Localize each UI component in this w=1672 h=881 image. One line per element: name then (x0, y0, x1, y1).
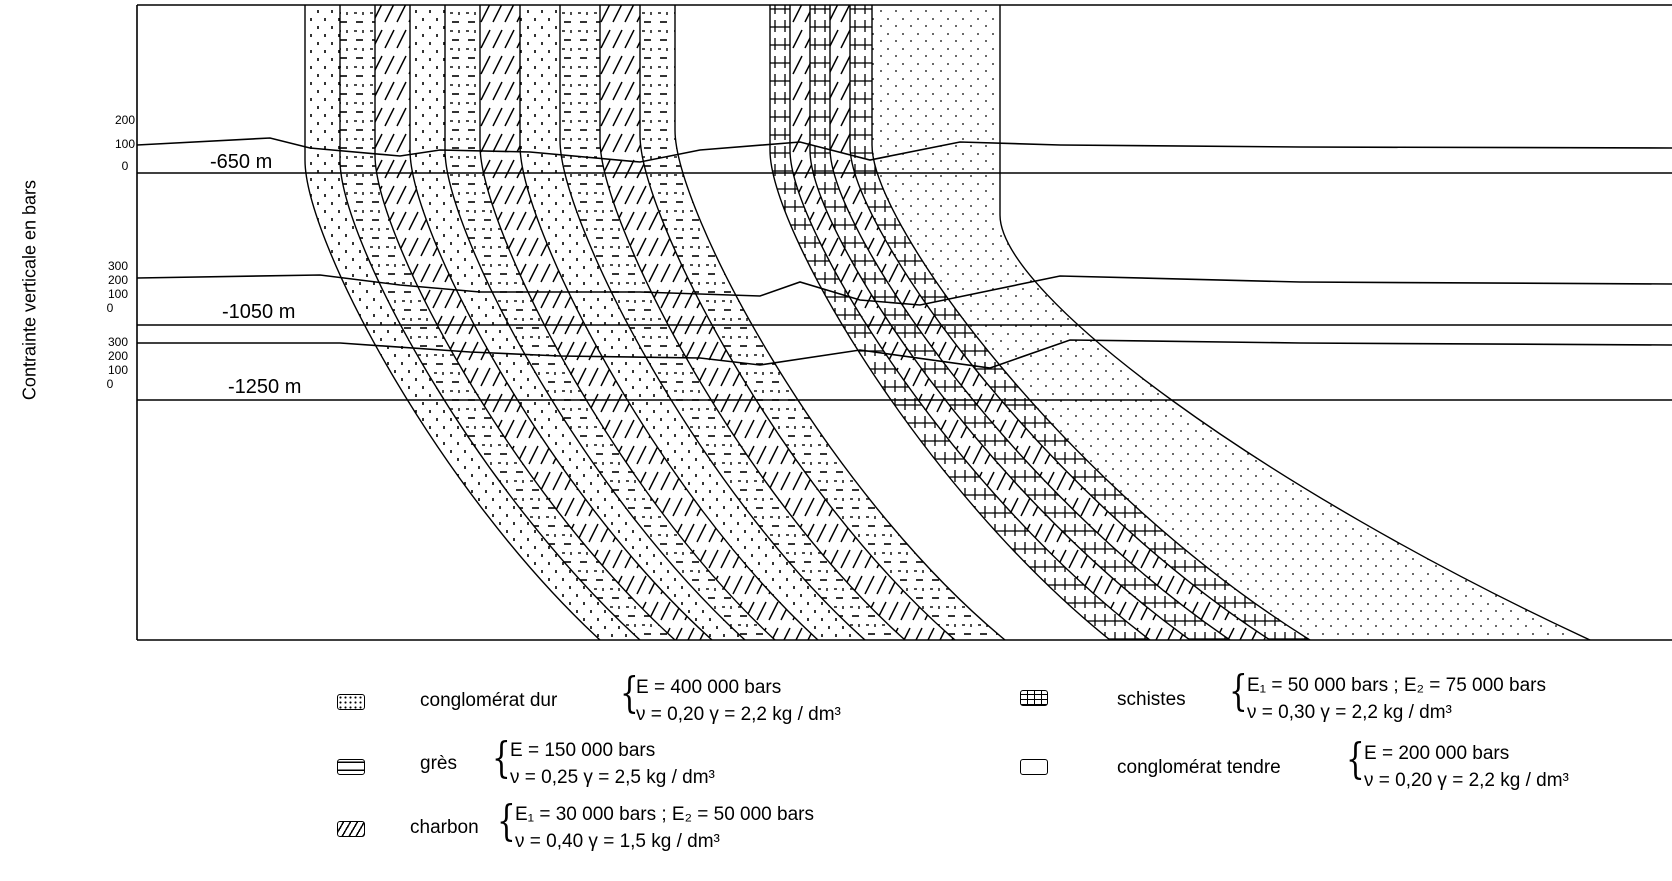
layer-dash (640, 5, 1005, 640)
layer-boundary (674, 5, 1006, 641)
depth-label: -1250 m (228, 376, 301, 398)
stress-tick-label: 200 (108, 273, 128, 287)
layer-dash (445, 5, 775, 640)
legend-swatch-charbon (337, 821, 365, 837)
legend-swatch-gres (337, 759, 365, 775)
legend-modulus: E = 150 000 bars (510, 740, 656, 761)
legend-swatch-schistes (1020, 690, 1048, 706)
legend-brace: { (620, 668, 639, 717)
layer-boundary (339, 5, 641, 641)
layer-hatch (790, 5, 1190, 640)
legend-name-conglo-tendre: conglomérat tendre (1117, 757, 1281, 778)
legend-brace: { (1346, 734, 1365, 783)
layer-hatch (830, 5, 1270, 640)
legend-properties-charbon: E₁ = 30 000 bars ; E₂ = 50 000 bars ν = 0… (515, 801, 814, 855)
legend-brace: { (492, 733, 511, 782)
stress-tick-label: 200 (108, 349, 128, 363)
stress-tick-label: 200 (115, 113, 135, 127)
legend-modulus: E = 400 000 bars (636, 677, 782, 698)
layer-fine (872, 5, 1590, 640)
layer-boundary (444, 5, 746, 641)
legend-poisson-density: ν = 0,25 γ = 2,5 kg / dm³ (510, 767, 715, 788)
legend-name-charbon: charbon (410, 817, 479, 838)
legend-properties-gres: E = 150 000 bars ν = 0,25 γ = 2,5 kg / dm… (510, 737, 715, 791)
layer-boundary (599, 5, 906, 641)
layer-boundary (769, 5, 1111, 641)
layer-hatch (600, 5, 955, 640)
stress-tick-label: 100 (108, 287, 128, 301)
legend-brace: { (1229, 666, 1248, 715)
y-axis-title: Contrainte verticale en bars (19, 179, 40, 401)
layer-boundary (871, 5, 1311, 641)
legend-name-conglo-dur: conglomérat dur (420, 690, 558, 711)
rock-layers (304, 5, 1591, 641)
legend-poisson-density: ν = 0,20 γ = 2,2 kg / dm³ (636, 704, 841, 725)
layer-boundary (829, 5, 1231, 641)
legend-name-gres: grès (420, 753, 457, 774)
depth-label: -650 m (210, 151, 272, 173)
layer-hatch (480, 5, 818, 640)
depth-label: -1050 m (222, 301, 295, 323)
layer-boundary (519, 5, 819, 641)
vertical-stress-curve (137, 339, 1672, 369)
legend-poisson-density: ν = 0,20 γ = 2,2 kg / dm³ (1364, 770, 1569, 791)
layer-brick (770, 5, 1150, 640)
legend-properties-conglo-dur: E = 400 000 bars ν = 0,20 γ = 2,2 kg / dm… (636, 674, 841, 728)
layer-dash (340, 5, 675, 640)
layer-dots (410, 5, 745, 640)
layer-boundary (374, 5, 676, 641)
layer-brick (850, 5, 1310, 640)
stress-tick-label: 300 (108, 335, 128, 349)
layer-boundary (999, 5, 1591, 641)
legend-modulus: E = 200 000 bars (1364, 743, 1510, 764)
layer-boundary (304, 5, 601, 641)
legend-properties-conglo-tendre: E = 200 000 bars ν = 0,20 γ = 2,2 kg / dm… (1364, 740, 1569, 794)
layer-boundary (849, 5, 1271, 641)
right-strata-group (769, 5, 1591, 641)
stress-tick-label: 100 (115, 137, 135, 151)
vertical-stress-curve (136, 137, 1672, 163)
legend-swatch-conglo-tendre (1020, 759, 1048, 775)
section-frame (136, 4, 1672, 641)
layer-boundary (559, 5, 866, 641)
layer-boundary (639, 5, 956, 641)
legend-properties-schistes: E₁ = 50 000 bars ; E₂ = 75 000 bars ν = 0… (1247, 672, 1546, 726)
legend-modulus: E₁ = 50 000 bars ; E₂ = 75 000 bars (1247, 675, 1546, 696)
layer-dash (560, 5, 905, 640)
stress-tick-label: 0 (107, 377, 114, 391)
layer-hatch (375, 5, 712, 640)
layer-brick (810, 5, 1230, 640)
layer-dots (520, 5, 865, 640)
legend-modulus: E₁ = 30 000 bars ; E₂ = 50 000 bars (515, 804, 814, 825)
stress-tick-label: 0 (107, 301, 114, 315)
legend-brace: { (497, 796, 516, 845)
left-strata-group (304, 5, 1006, 641)
vertical-stress-curve (136, 274, 1672, 306)
stress-curves (136, 137, 1672, 401)
stress-tick-label: 100 (108, 363, 128, 377)
layer-boundary (789, 5, 1151, 641)
stress-tick-label: 300 (108, 259, 128, 273)
legend-name-schistes: schistes (1117, 689, 1186, 710)
layer-dots (305, 5, 640, 640)
layer-boundary (479, 5, 776, 641)
legend-poisson-density: ν = 0,30 γ = 2,2 kg / dm³ (1247, 702, 1452, 723)
legend-poisson-density: ν = 0,40 γ = 1,5 kg / dm³ (515, 831, 720, 852)
layer-boundary (409, 5, 713, 641)
legend-swatch-conglo-dur (337, 694, 365, 710)
stress-tick-label: 0 (122, 159, 129, 173)
